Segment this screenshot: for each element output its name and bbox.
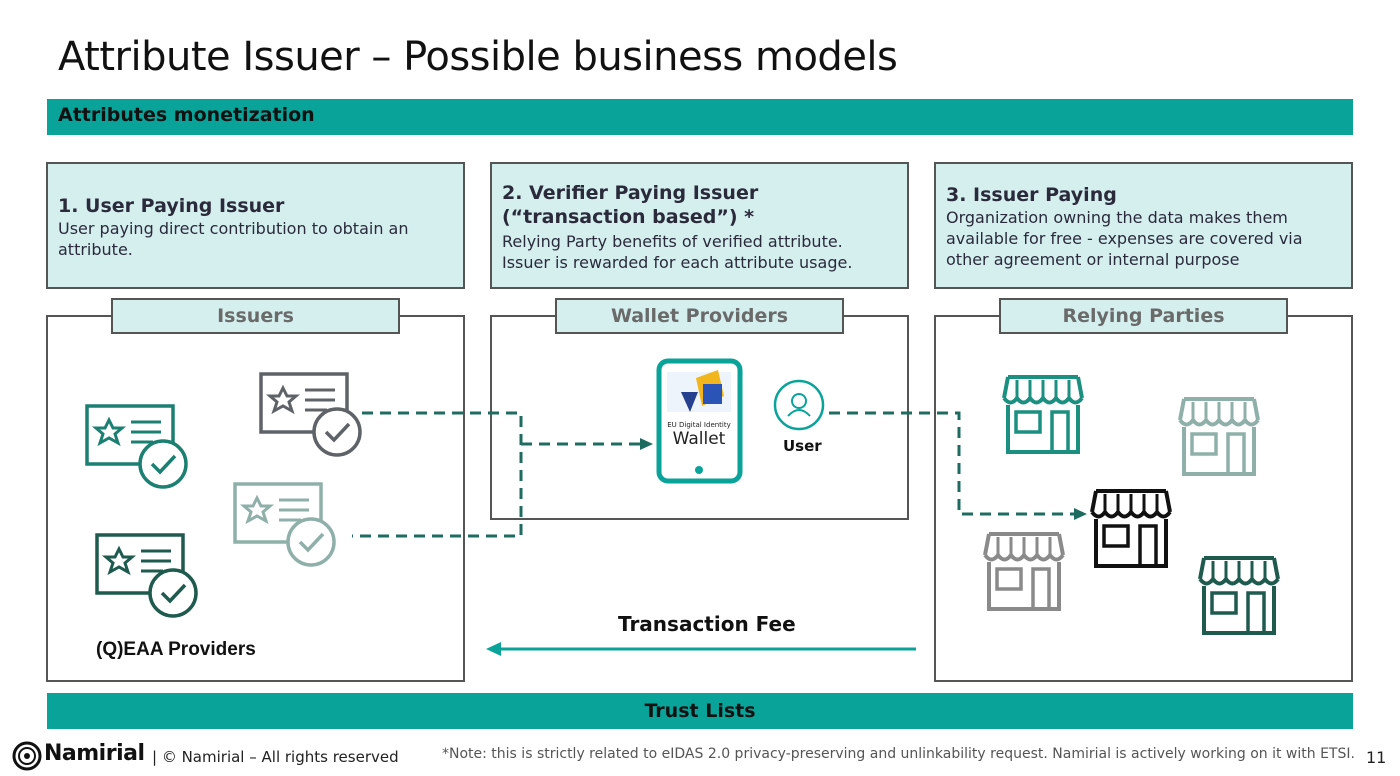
model-desc: available for free - expenses are covere… <box>946 229 1303 248</box>
slide-title: Attribute Issuer – Possible business mod… <box>58 34 898 80</box>
model-title: 3. Issuer Paying <box>946 184 1117 206</box>
arrow-left-icon <box>486 642 916 656</box>
model-title: 2. Verifier Paying Issuer <box>502 182 759 204</box>
section-bar-label: Attributes monetization <box>58 104 315 126</box>
wallet-phone-icon <box>656 358 743 484</box>
arrow-right-icon <box>640 438 653 450</box>
credential-check-icon <box>85 404 188 489</box>
wallet-providers-label: Wallet Providers <box>555 298 844 334</box>
transaction-fee-label: Transaction Fee <box>618 612 796 636</box>
trust-lists-bar: Trust Lists <box>47 693 1353 729</box>
storefront-icon <box>1198 556 1280 635</box>
model-title: (“transaction based”) * <box>502 206 755 228</box>
page-number: 11 <box>1366 748 1387 767</box>
namirial-logo-icon <box>12 741 42 771</box>
attribute-flow <box>352 411 1076 538</box>
credential-check-icon <box>233 482 336 567</box>
qeaa-providers-label: (Q)EAA Providers <box>96 639 256 660</box>
model-box-user-paying: 1. User Paying Issuer User paying direct… <box>46 162 465 289</box>
storefront-icon <box>1002 375 1084 454</box>
model-title: 1. User Paying Issuer <box>58 195 285 217</box>
storefront-icon <box>1090 489 1172 568</box>
wallet-label: Wallet <box>672 429 726 449</box>
model-desc: attribute. <box>58 240 133 259</box>
footer-copyright: | © Namirial – All rights reserved <box>152 748 399 766</box>
user-icon <box>773 379 825 431</box>
storefront-icon <box>1178 397 1260 476</box>
model-box-verifier-paying: 2. Verifier Paying Issuer (“transaction … <box>490 162 909 289</box>
wallet-small-label: EU Digital Identity <box>667 421 731 429</box>
model-desc: Organization owning the data makes them <box>946 208 1288 227</box>
credential-check-icon <box>95 533 198 618</box>
footer-note: *Note: this is strictly related to eIDAS… <box>442 746 1355 762</box>
model-desc: other agreement or internal purpose <box>946 250 1240 269</box>
model-desc: Relying Party benefits of verified attri… <box>502 232 843 251</box>
model-desc: User paying direct contribution to obtai… <box>58 219 409 238</box>
trust-lists-label: Trust Lists <box>644 700 756 722</box>
storefront-icon <box>983 532 1065 611</box>
section-bar: Attributes monetization <box>47 99 1353 135</box>
arrow-right-icon <box>1074 508 1087 520</box>
credential-check-icon <box>259 372 362 457</box>
namirial-logo: Namirial <box>44 741 145 766</box>
issuers-label: Issuers <box>111 298 400 334</box>
model-box-issuer-paying: 3. Issuer Paying Organization owning the… <box>934 162 1353 289</box>
model-desc: Issuer is rewarded for each attribute us… <box>502 253 853 272</box>
relying-parties-label: Relying Parties <box>999 298 1288 334</box>
user-label: User <box>783 437 822 455</box>
